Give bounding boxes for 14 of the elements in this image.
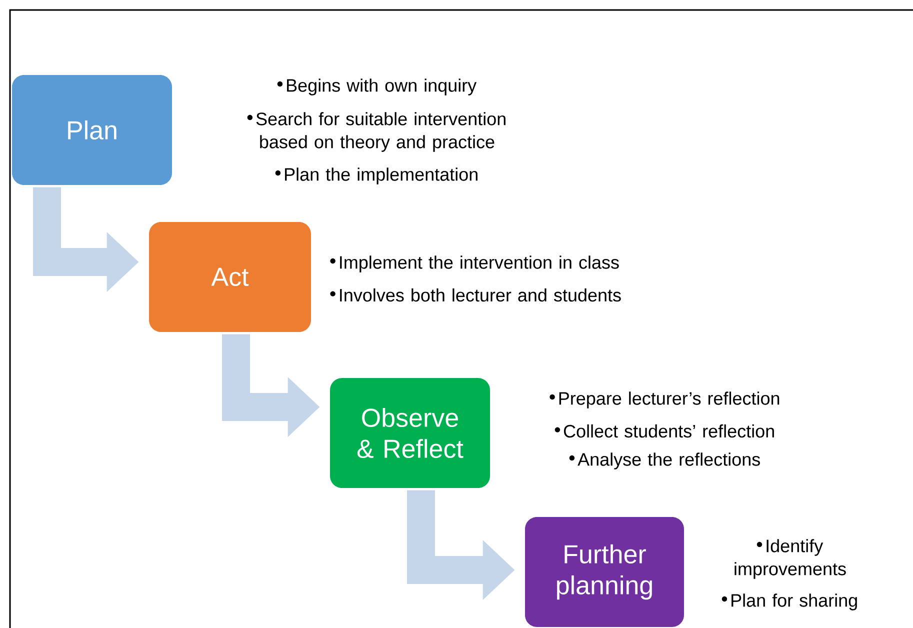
process-box: Act (149, 222, 311, 332)
bullet-item: Collect students’ reflection (554, 424, 774, 438)
process-box: Plan (12, 75, 172, 185)
process-box: Observe & Reflect (330, 378, 490, 488)
bullet-item: Prepare lecturer’s reflection (550, 392, 780, 408)
bullet-item: Begins with own inquiry (277, 78, 477, 96)
process-box: Further planning (525, 517, 684, 627)
bullet-item: Plan the implementation (275, 168, 478, 184)
bullet-item: Plan for sharing (722, 594, 857, 610)
bullet-item: Involves both lecturer and students (330, 288, 621, 302)
bullet-item: Identify improvements (734, 539, 846, 579)
bullet-item: Implement the intervention in class (330, 256, 619, 272)
bullet-item: Analyse the reflections (569, 452, 760, 470)
bullet-item: Search for suitable intervention based on theory and practice (247, 112, 506, 152)
